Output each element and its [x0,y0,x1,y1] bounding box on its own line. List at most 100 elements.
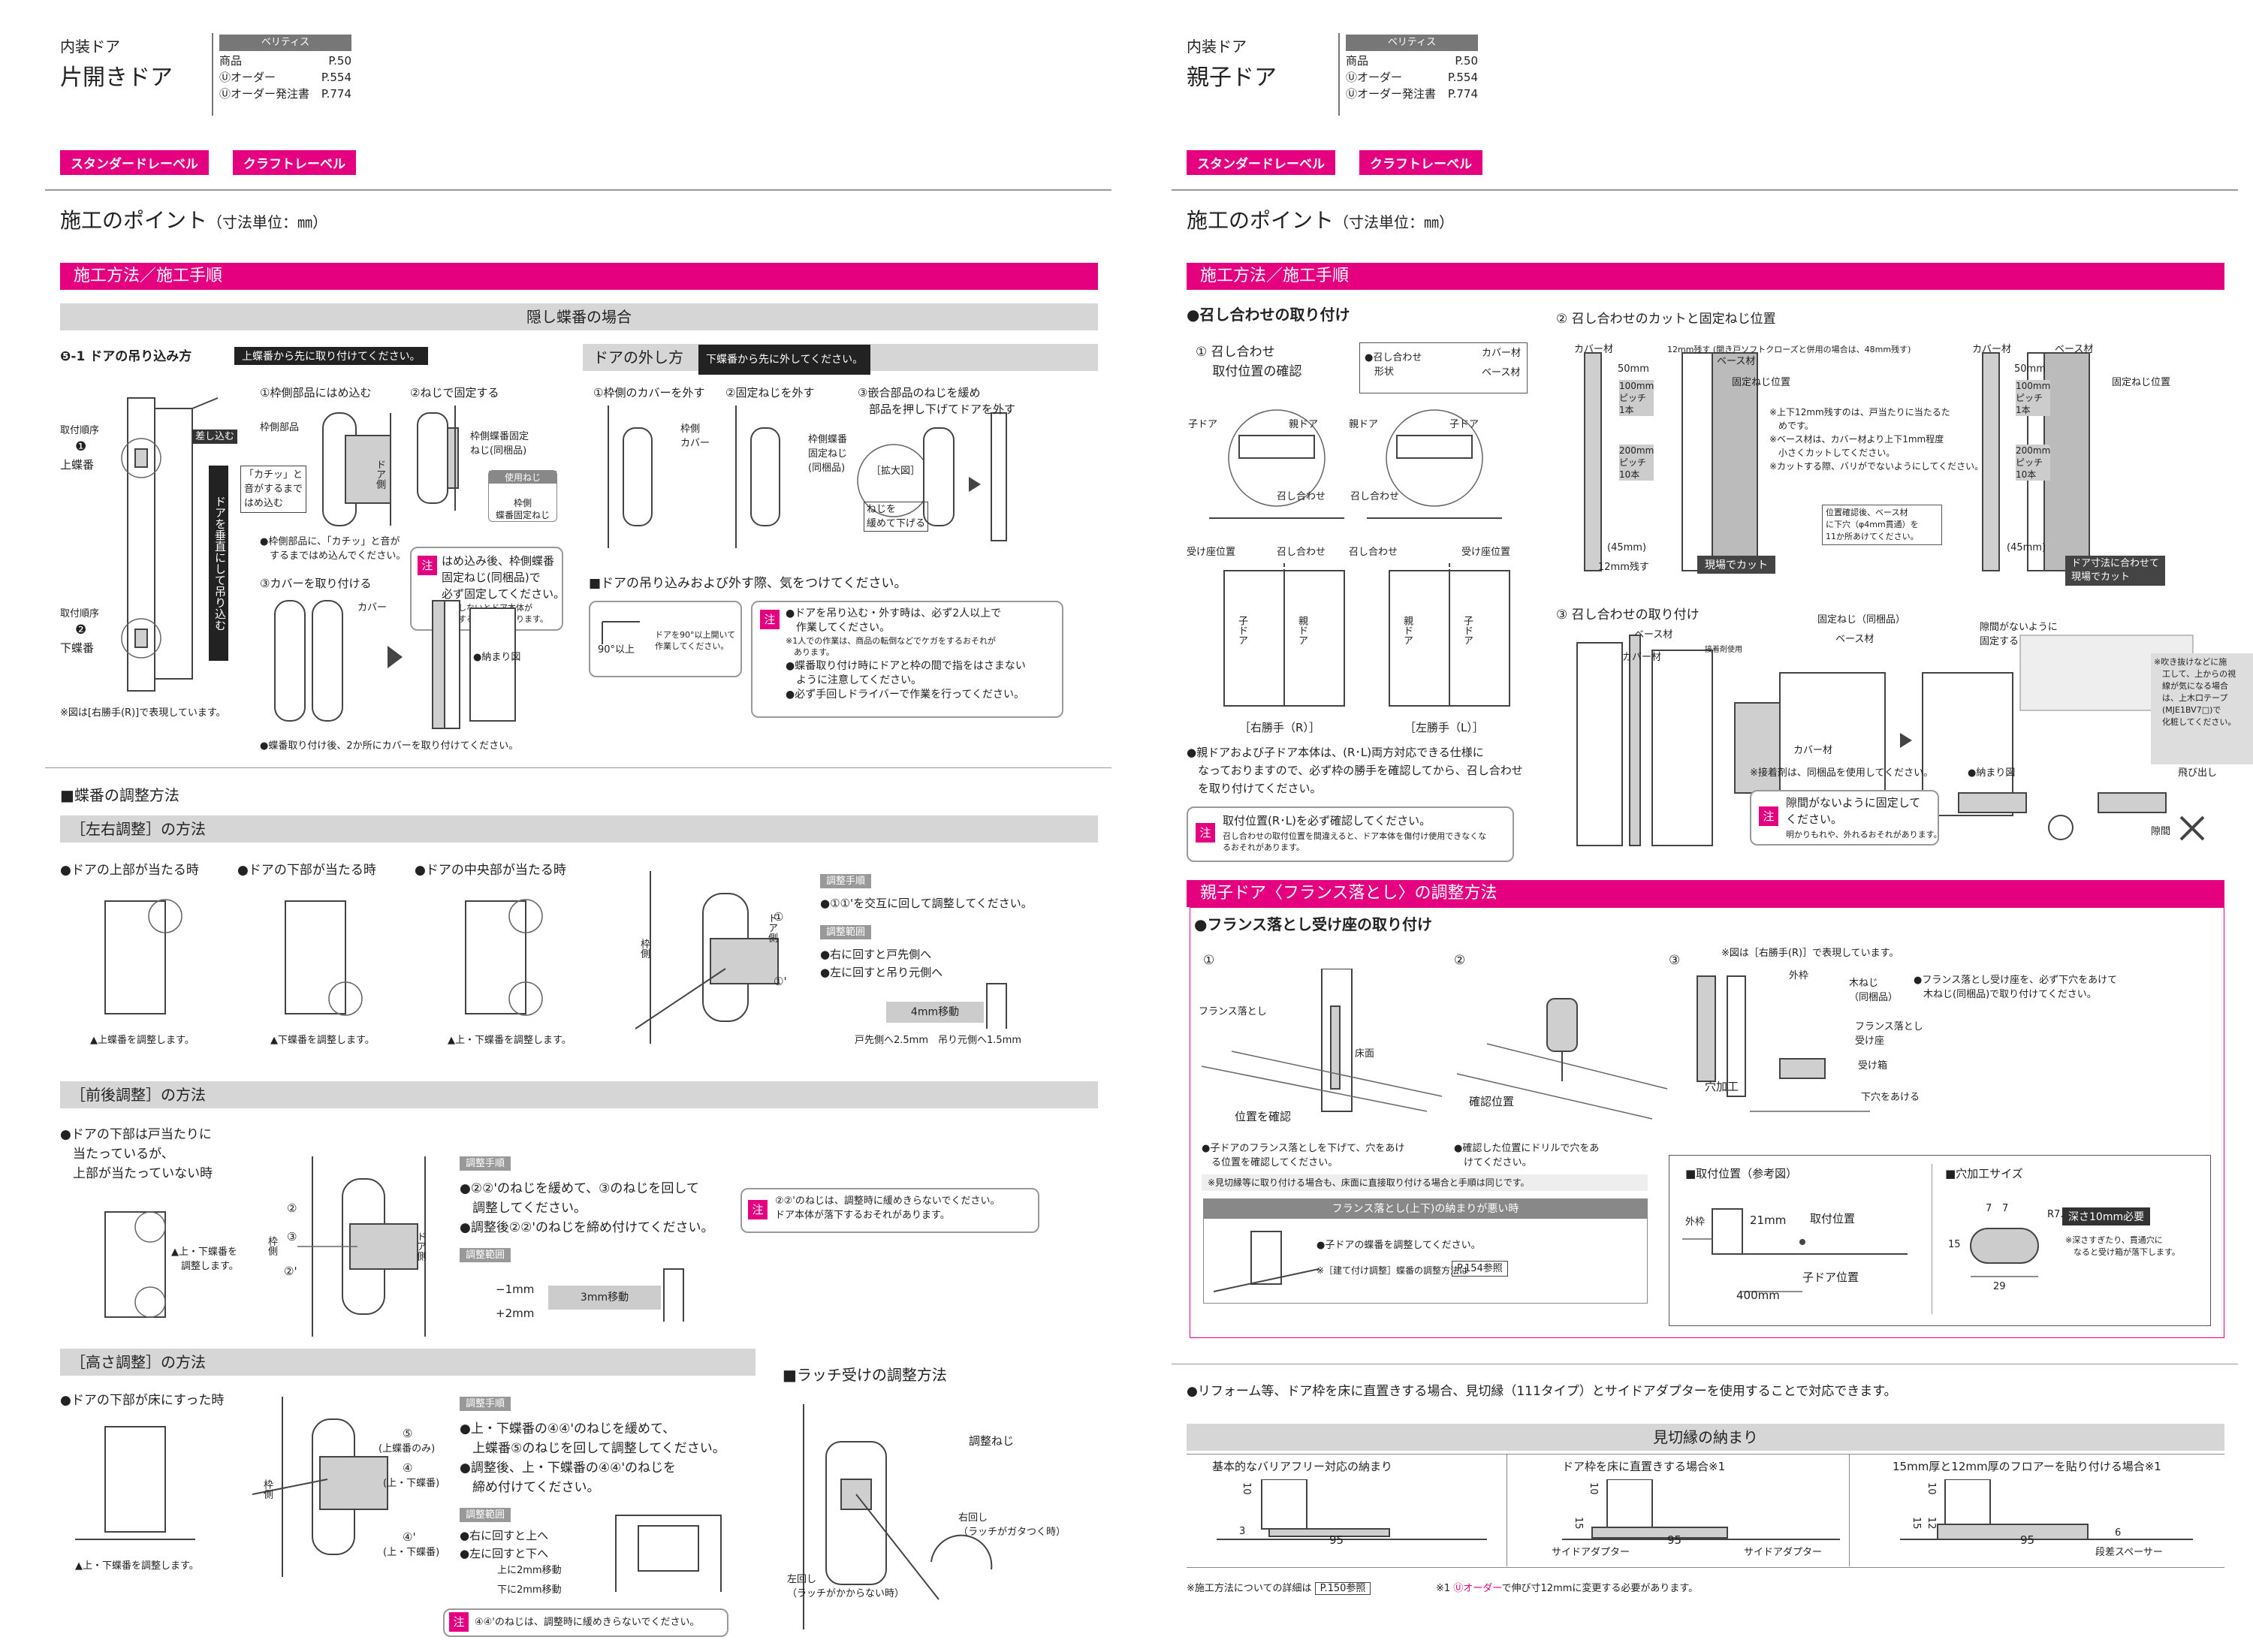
remove3: ③嵌合部品のねじを緩め 部品を押し下げてドアを外す [858,386,1016,416]
dim12: 12 [1926,1517,1937,1530]
latch-figure [803,1404,993,1629]
pitch200: 200mm ピッチ 10本 [1619,445,1654,481]
point-title: 施工のポイント（寸法単位：㎜） [1187,208,1455,233]
french-figure-3 [1697,975,1870,1112]
fb-proc-2: 調整してください。 [460,1201,587,1216]
outer-frame-label: 外枠 [1685,1216,1706,1228]
fr-title: ●フランス落とし受け座の取り付け [1194,915,1433,933]
parent-door-label: 親ドア [1296,616,1307,645]
deg90-box: 90°以上 ドアを90°以上開いて 作業してください。 [589,601,742,677]
parent-door-label: 親ドア [1401,616,1413,645]
divider [1172,189,2238,191]
ht-hinge-figure [252,1397,388,1577]
click-box: 「カチッ」と 音がするまで はめ込む [240,466,307,513]
move3-stop-figure [663,1268,684,1322]
dim95: 95 [2020,1533,2035,1547]
c3: ③ [287,1230,297,1244]
reform-note: ●リフォーム等、ドア枠を床に直置きする場合、見切縁（111タイプ）とサイドアダプ… [1187,1384,1897,1399]
c5: ⑤ [403,1427,413,1440]
pitch100: 100mm ピッチ 1本 [1619,380,1654,416]
right-hand-label: ［右勝手（R）］ [1239,721,1320,734]
fb-proc-1: ●②②'のねじを緩めて、③のねじを回して [460,1181,699,1196]
fb-door-figure [104,1211,166,1318]
dim10: 10 [1241,1482,1252,1495]
site-cut-label: 現場でカット [1697,556,1775,574]
c4p-label: (上・下蝶番) [383,1547,440,1558]
page-title: 片開きドア [60,65,173,91]
pos-check-label: 位置を確認 [1235,1110,1292,1123]
care-title: ■ドアの吊り込みおよび外す際、気をつけてください。 [589,576,907,591]
ht-range-2: ●左に回すと下へ [460,1547,549,1560]
receive-box-label: 受け箱 [1858,1060,1888,1072]
fb-m1: −1mm [496,1283,535,1296]
base-mat-label: ベース材 [1717,356,1756,367]
door-cut-label: ドア寸法に合わせて 現場でカット [2065,556,2166,586]
m1-title: ① 召し合わせ 取付位置の確認 [1196,345,1302,379]
door-side-label: ドア側 [415,1231,426,1261]
ht-title: ［高さ調整］の方法 [60,1349,756,1376]
ht-proc-1: ●上・下蝶番の④④'のねじを緩めて、 [460,1421,676,1436]
upper-hinge-label: 上蝶番 [60,458,95,472]
frame-side-label: 枠側 [638,939,650,958]
col-divider [1849,1454,1850,1566]
fixpos-label: 固定ねじ位置 [1732,377,1791,388]
remove-badge: 下蝶番から先に外してください。 [698,345,871,375]
d45: (45mm) [2007,542,2046,553]
divider [45,189,1111,191]
double-door-figure [1223,563,1510,707]
move-stop-figure [986,983,1007,1029]
figure-note: ※図は[右勝手(R)]で表現しています。 [60,707,226,719]
lr-range-1: ●右に回すと戸先側へ [820,948,932,961]
f1-note: ●子ドアのフランス落としを下げて、穴をあけ る位置を確認してください。 [1202,1143,1405,1168]
label-standard: スタンダードレーベル [60,150,209,175]
d7b: 7 [2002,1203,2009,1214]
trim-title: 見切縁の納まり [1187,1424,2224,1451]
fix-screw-label: 枠側蝶番固定 ねじ(同梱品) [470,431,529,457]
depth-note: ※深さすぎたり、貫通穴に なると受け箱が落下します。 [2065,1235,2180,1257]
hang-title: ❺-1 ドアの吊り込み方 [60,349,192,364]
remove-title-bar: ドアの外し方 下蝶番から先に外してください。 [583,344,1098,375]
step1-note: ●枠側部品に、「カチッ」と音が するまではめ込んでください。 [260,536,406,562]
remove1: ①枠側のカバーを外す [593,386,705,399]
section-method: 施工方法／施工手順 [60,263,1098,290]
meet-shape-box: ●召し合わせ 形状 カバー材 ベース材 [1359,342,1528,393]
adj-title: ■蝶番の調整方法 [60,786,179,804]
dim95: 95 [1667,1533,1682,1547]
lr-range-tag: 調整範囲 [820,925,872,939]
done-figure [1958,792,2205,841]
remove-figure [608,405,1007,548]
c4-label: (上・下蝶番) [383,1478,440,1489]
loosen-label: ねじを 緩めて下げる [864,502,929,532]
fr-bad-box: フランス落とし(上下)の納まりが悪い時 ●子ドアの蝶番を調整してください。 ※［… [1203,1198,1648,1304]
fix-screw2-label: 枠側蝶番 固定ねじ (同梱品) [808,434,848,474]
c1: ① [774,910,784,924]
child-pos-label: 子ドア位置 [1802,1271,1859,1284]
c4: ④ [403,1461,413,1475]
latch-title: ■ラッチ受けの調整方法 [783,1366,947,1384]
door-side-label: ドア側 [374,460,385,489]
dim10: 10 [1926,1482,1937,1495]
up2: 上に2mm移動 [497,1565,562,1576]
lower-hinge-label: 下蝶番 [60,641,95,655]
category: 内装ドア [60,38,120,56]
f2: ② [1454,953,1466,968]
lr-cap3: ▲上・下蝶番を調整します。 [448,1035,572,1046]
meet-title: ●召し合わせの取り付け [1187,306,1350,324]
hinge-screw-figure [417,405,459,511]
use-screw-box: 使用ねじ 枠側 蝶番固定ねじ [488,470,557,522]
d45: (45mm) [1607,542,1647,553]
f3-note: ●フランス落とし受け座を、必ず下穴をあけて 木ねじ(同梱品)で取り付けてください… [1914,975,2118,1000]
cover-mat-label: カバー材 [1972,344,2012,355]
child-door-label: 子ドア [1236,616,1247,645]
divider [45,767,1111,768]
m3-note: ※接着剤は、同梱品を使用してください。 [1750,767,1934,779]
fr-warn: ※見切縁等に取り付ける場合も、床面に直接取り付ける場合と手順は同じです。 [1202,1174,1648,1191]
f1: ① [1203,953,1215,968]
ht-move-figure [615,1515,722,1592]
d12: 12mm残す [1598,562,1649,573]
left-turn-label: 左回し （ラッチがかからない時） [787,1574,905,1599]
